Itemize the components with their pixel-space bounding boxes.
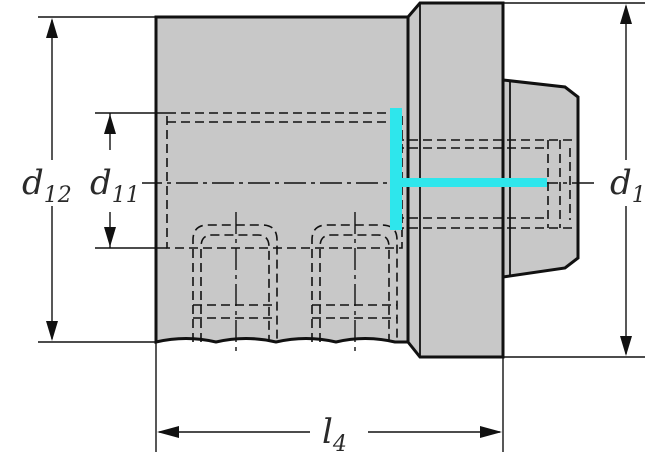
bolt-hole-2 xyxy=(311,224,398,342)
label-d1: d1 xyxy=(610,163,646,208)
coolant-vertical xyxy=(390,108,402,230)
label-d11: d11 xyxy=(90,163,140,208)
hidden-lines xyxy=(166,112,575,342)
label-d12: d12 xyxy=(22,163,72,208)
arrowheads xyxy=(46,4,632,438)
bolt-hole-1 xyxy=(192,224,278,342)
coolant-channel xyxy=(390,108,547,230)
coolant-horizontal xyxy=(390,178,547,187)
label-l4: l4 xyxy=(322,412,347,457)
main-body xyxy=(154,15,410,344)
